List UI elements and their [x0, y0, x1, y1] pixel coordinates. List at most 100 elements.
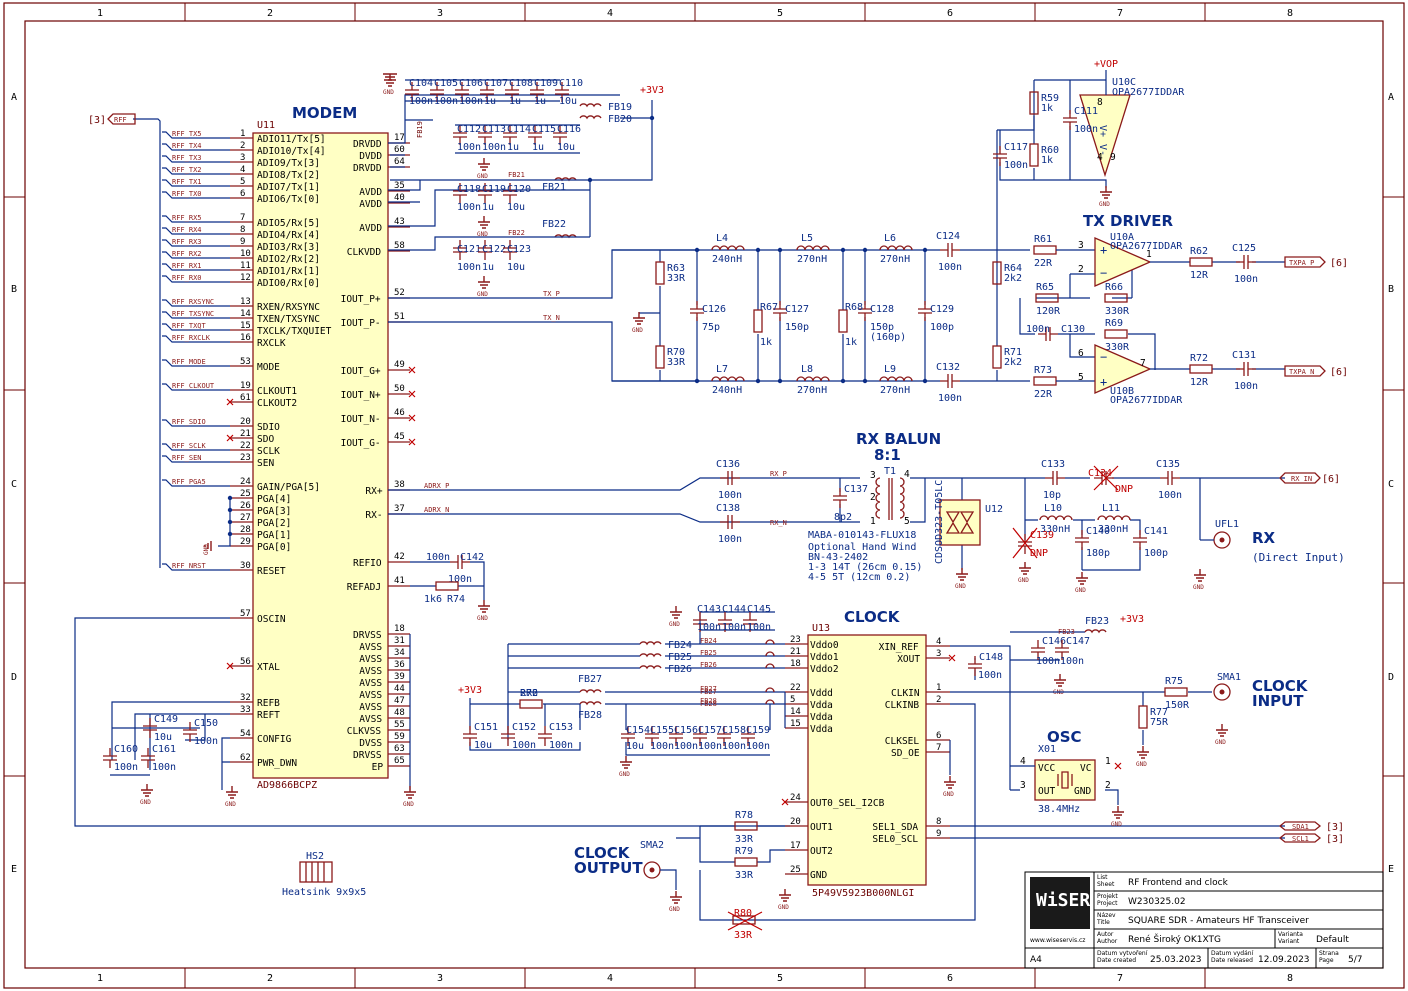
c132-value: 100n — [938, 393, 962, 404]
avdd-wires — [390, 100, 653, 181]
clock-output-title: CLOCK — [574, 844, 631, 862]
rff-entry — [162, 191, 230, 199]
u11-pin-number: 23 — [240, 453, 251, 463]
no-connect-mark — [948, 654, 956, 662]
cap-row4-value: 1u — [482, 262, 494, 273]
u11-pin-number: 60 — [394, 145, 405, 155]
u11-pin-number: 38 — [394, 480, 405, 490]
u13-fb-net: FB27 — [700, 685, 717, 693]
c142-ref: C142 — [460, 552, 484, 563]
t1-ref: T1 — [884, 466, 896, 477]
c147-ref: C147 — [1066, 636, 1090, 647]
u10c-pin: 9 — [1110, 152, 1116, 163]
u11-net-label: RFF_TX2 — [172, 166, 202, 174]
no-connect-mark — [1114, 762, 1122, 770]
gnd-symbol — [633, 317, 645, 325]
cap-row4-C123 — [503, 240, 517, 260]
fb20 — [579, 115, 602, 120]
u11-net-label: RFF_NRST — [172, 562, 207, 570]
u13-pin-number: 6 — [936, 731, 941, 741]
c131-value: 100n — [1234, 381, 1258, 392]
gnd-symbol — [670, 896, 682, 904]
c141-ref: C141 — [1144, 526, 1168, 537]
u11-pin-number: 6 — [240, 189, 245, 199]
c142-value: 100n — [448, 574, 472, 585]
u13-pin-name: GND — [810, 870, 827, 881]
c131-ref: C131 — [1232, 350, 1256, 361]
gnd-label: GND — [778, 904, 789, 911]
vdda-cap-value: 100n — [698, 741, 722, 752]
fb23 — [1084, 629, 1107, 634]
u13-fb-net: FB28 — [700, 697, 717, 705]
gnd-symbol — [478, 221, 490, 229]
r75 — [1164, 687, 1188, 697]
fb28-label: FB28 — [578, 710, 602, 721]
l10-value: 330nH — [1040, 524, 1070, 535]
u11-net-label: RFF_TX3 — [172, 154, 202, 162]
cap-row4-C122 — [478, 240, 492, 260]
c117 — [993, 146, 1007, 166]
fb26 — [639, 665, 662, 670]
c152-value: 100n — [512, 740, 536, 751]
u13-pin-number: 4 — [936, 637, 941, 647]
fb-a-wires — [1036, 249, 1133, 382]
gnd-label: GND — [225, 801, 236, 808]
u13-ref: U13 — [812, 623, 830, 634]
l10-ref: L10 — [1044, 503, 1062, 514]
u10c-pin: 8 — [1097, 97, 1103, 108]
c150 — [183, 722, 197, 742]
u11-pin-number: 12 — [240, 273, 251, 283]
x01-pin-name: VC — [1080, 763, 1091, 774]
t1-pin: 5 — [904, 516, 910, 527]
u13-pin-name: SD_OE — [891, 748, 920, 759]
frame-col-label: 4 — [607, 8, 613, 19]
gnd-symbol — [1194, 574, 1206, 582]
gnd-symbol — [478, 281, 490, 289]
t1-pin: 1 — [870, 516, 876, 527]
u11-pin-number: 40 — [394, 193, 405, 203]
r64 — [992, 261, 1002, 285]
u11-pin-number: 59 — [394, 732, 405, 742]
c153-ref: C153 — [549, 722, 573, 733]
clock-title: CLOCK — [844, 608, 901, 626]
c132 — [940, 374, 960, 388]
vddo-cap-value: 100n — [722, 622, 746, 633]
u11-pin-name: SEN — [257, 458, 274, 469]
wiser-logo-text: WiSER — [1036, 890, 1090, 911]
c138-value: 100n — [718, 534, 742, 545]
u13-pin-name: Vdda — [810, 712, 833, 723]
u13-pin-name: CLKINB — [885, 700, 920, 711]
r65 — [1035, 293, 1059, 303]
i2c-wires — [950, 825, 1285, 839]
cap-top-C109 — [530, 82, 544, 102]
gnd-symbol — [478, 163, 490, 171]
c134 — [1094, 471, 1114, 485]
cap-top-C105 — [430, 82, 444, 102]
u10a-pin: 2 — [1078, 264, 1084, 275]
r66-ref: R66 — [1105, 282, 1123, 293]
u11-net-label: RFF_RXCLK — [172, 334, 211, 342]
c130-value: 100n — [1026, 324, 1050, 335]
u11-pin-name: TXEN/TXSYNC — [257, 314, 320, 325]
u11-pin-number: 17 — [394, 133, 405, 143]
port-scl1 — [1278, 833, 1322, 843]
gnd-label: GND — [1099, 201, 1110, 208]
cap-row4-ref: C121 — [457, 244, 481, 255]
shunt-cap-value: 150p — [870, 322, 894, 333]
clkin-wires — [950, 691, 1212, 767]
u13-pin-name: Vdda — [810, 724, 833, 735]
junction — [755, 378, 761, 384]
u11-pin-number: 51 — [394, 312, 405, 322]
r77 — [1138, 705, 1148, 729]
u11-pin-name: DVSS — [359, 738, 382, 749]
titleblock-value: RF Frontend and clock — [1128, 878, 1229, 888]
u11-pin-name: TXCLK/TXQUIET — [257, 326, 332, 337]
titleblock-label: Strana — [1319, 950, 1339, 957]
r63-r70-wires — [639, 250, 661, 381]
l11-value: 330nH — [1098, 524, 1128, 535]
vddo-cap-ref: C145 — [747, 604, 771, 615]
titleblock-value: René Široký OK1XTG — [1128, 933, 1221, 945]
cap-row3-C119 — [478, 183, 492, 203]
frame-row-label: B — [11, 284, 17, 295]
rff-entry — [162, 179, 230, 187]
